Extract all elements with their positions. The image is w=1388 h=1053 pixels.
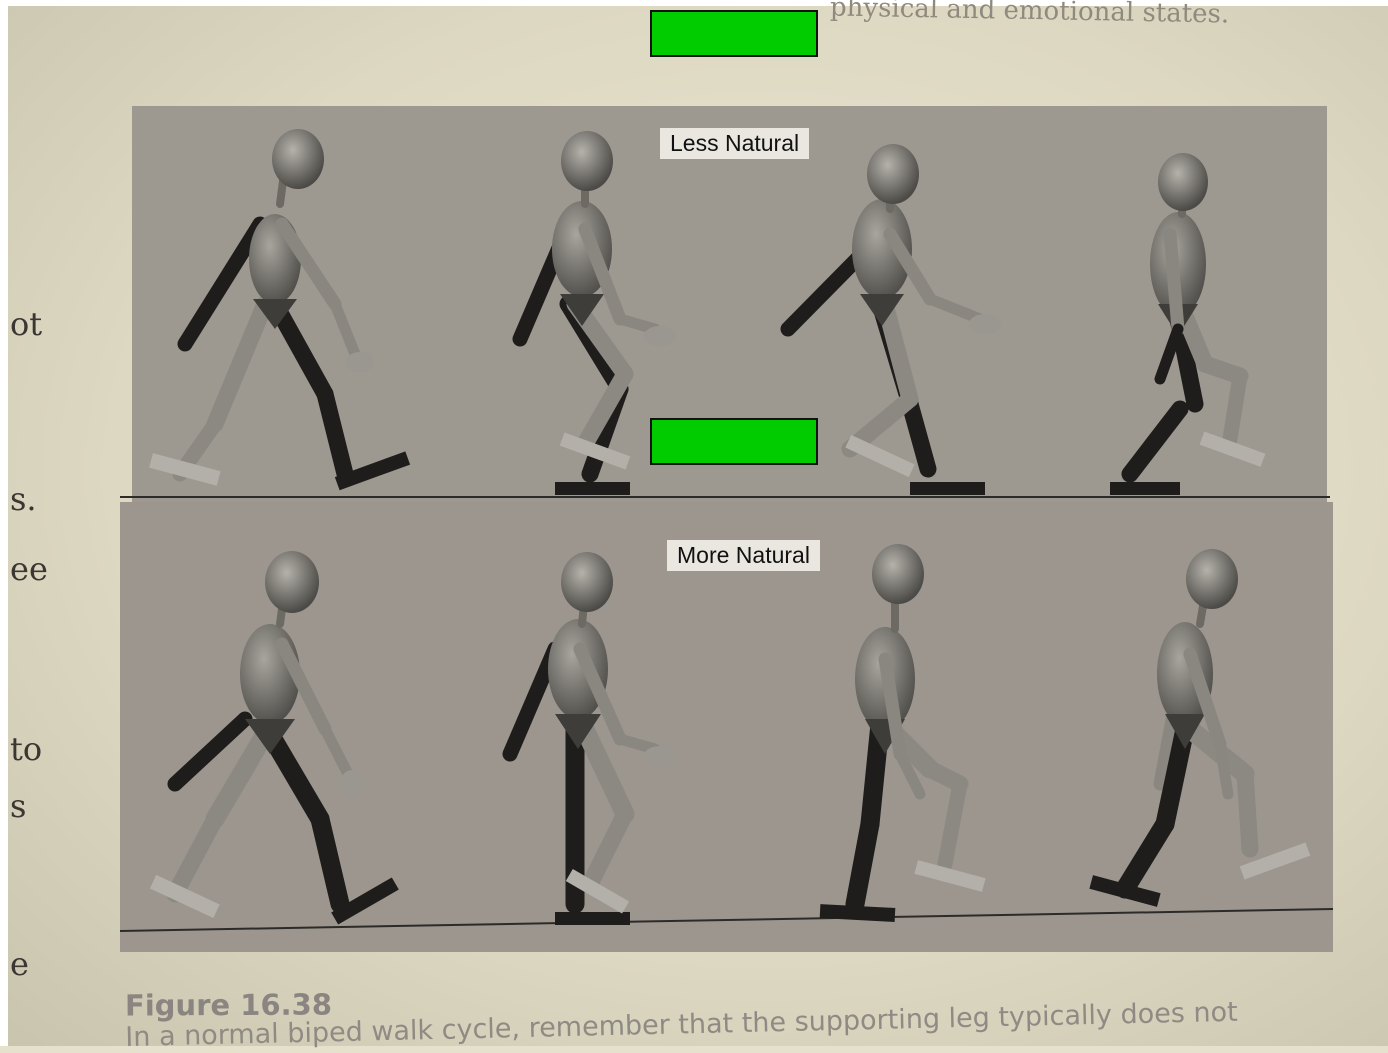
- margin-word-2: s.: [10, 480, 37, 518]
- margin-word-4: to: [10, 730, 42, 768]
- margin-word-3: ee: [10, 550, 48, 588]
- figure-illustration: [120, 104, 1335, 956]
- walk-cycle-figure: Less Natural More Natural: [120, 104, 1335, 956]
- more-natural-label: More Natural: [667, 540, 820, 571]
- less-natural-label: Less Natural: [660, 128, 809, 159]
- margin-word-5: s: [10, 787, 26, 825]
- green-highlight-middle: [650, 418, 818, 465]
- green-highlight-top: [650, 10, 818, 57]
- margin-word-1: ot: [10, 305, 42, 343]
- margin-word-6: e: [10, 945, 29, 983]
